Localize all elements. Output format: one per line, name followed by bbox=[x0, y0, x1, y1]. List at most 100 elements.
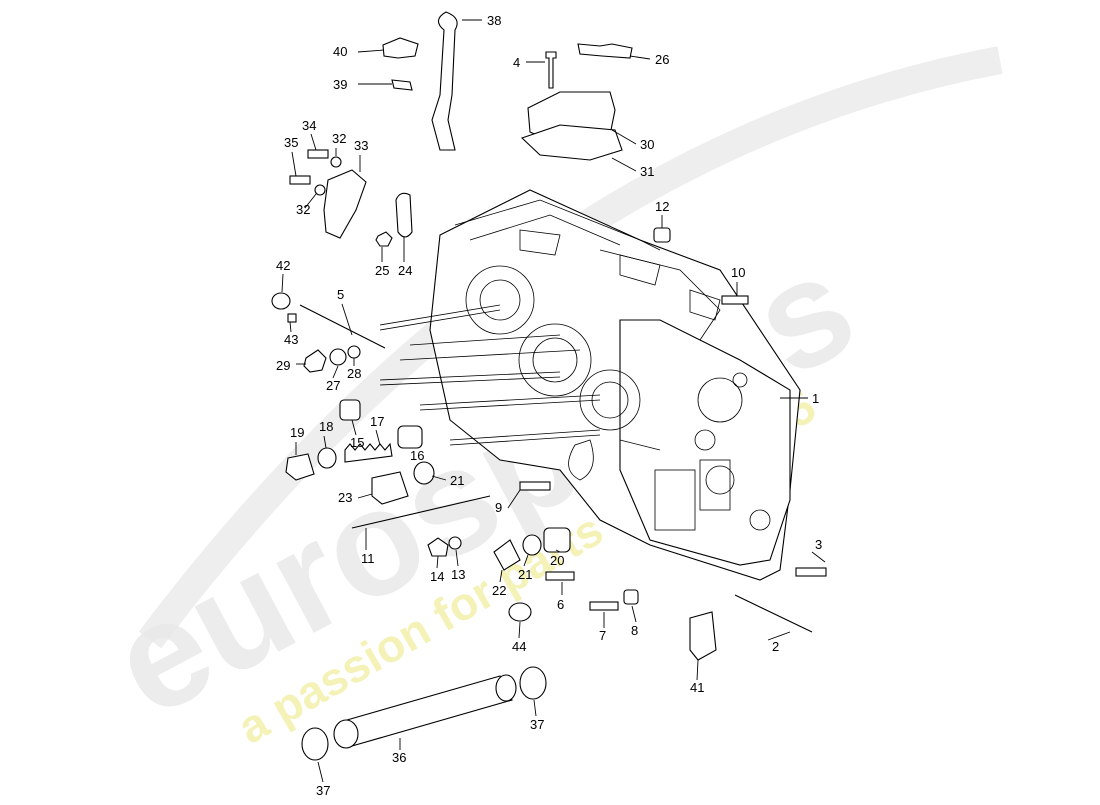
sleeve-16 bbox=[397, 425, 423, 449]
nut-25 bbox=[375, 231, 393, 247]
stud-3 bbox=[795, 567, 827, 577]
leader-line bbox=[533, 699, 537, 717]
ring-21b bbox=[522, 534, 542, 556]
stud-6 bbox=[545, 571, 575, 581]
crankcase-housing bbox=[429, 189, 801, 581]
leader-line bbox=[523, 554, 529, 567]
bolt-35 bbox=[289, 175, 311, 185]
leader-line bbox=[629, 55, 651, 60]
callout-37b: 37 bbox=[530, 717, 544, 732]
leader-line bbox=[375, 429, 381, 446]
leader-line bbox=[499, 569, 503, 583]
callout-6: 6 bbox=[557, 597, 564, 612]
leader-line bbox=[289, 321, 292, 333]
leader-line bbox=[811, 551, 826, 563]
stud-2 bbox=[734, 594, 813, 633]
sleeve-15 bbox=[339, 399, 361, 421]
callout-37a: 37 bbox=[316, 783, 330, 798]
callout-13: 13 bbox=[451, 567, 465, 582]
washer-13 bbox=[448, 536, 462, 550]
washer-32a bbox=[330, 156, 342, 168]
callout-43: 43 bbox=[284, 332, 298, 347]
callout-11: 11 bbox=[361, 551, 375, 566]
leader-line bbox=[611, 157, 637, 172]
leader-line bbox=[436, 555, 439, 569]
callout-22: 22 bbox=[492, 583, 506, 598]
bolt-4 bbox=[545, 51, 557, 89]
callout-4: 4 bbox=[513, 55, 520, 70]
plug-19 bbox=[285, 453, 315, 481]
tab-24 bbox=[395, 192, 413, 238]
sleeve-20 bbox=[543, 527, 571, 553]
callout-23: 23 bbox=[338, 490, 352, 505]
seal-37a bbox=[301, 727, 329, 761]
bracket-40 bbox=[382, 37, 419, 59]
callout-41: 41 bbox=[690, 680, 704, 695]
callout-17: 17 bbox=[370, 414, 384, 429]
leader-line bbox=[696, 659, 699, 681]
callout-35: 35 bbox=[284, 135, 298, 150]
plug-23 bbox=[371, 471, 409, 505]
spring-17 bbox=[344, 442, 393, 463]
leader-line bbox=[323, 435, 327, 449]
leader-line bbox=[310, 133, 317, 151]
callout-19: 19 bbox=[290, 425, 304, 440]
bolt-39 bbox=[391, 79, 413, 91]
plug-44 bbox=[508, 602, 532, 622]
housing-studs bbox=[379, 304, 661, 451]
callout-8: 8 bbox=[631, 623, 638, 638]
washer-28 bbox=[347, 345, 361, 359]
stud-5 bbox=[299, 304, 386, 349]
gasket-31 bbox=[520, 124, 623, 161]
stud-11 bbox=[351, 495, 491, 529]
bracket-41 bbox=[689, 611, 717, 661]
leader-line bbox=[455, 549, 459, 567]
callout-31: 31 bbox=[640, 164, 654, 179]
tube-end-left bbox=[333, 719, 359, 749]
plug-22 bbox=[493, 539, 521, 571]
callout-3: 3 bbox=[815, 537, 822, 552]
callout-33: 33 bbox=[354, 138, 368, 153]
callout-38: 38 bbox=[487, 13, 501, 28]
leader-line bbox=[317, 761, 324, 783]
callout-24: 24 bbox=[398, 263, 412, 278]
plug-42 bbox=[271, 292, 291, 310]
bolt-34 bbox=[307, 149, 329, 159]
stud-10 bbox=[721, 295, 749, 305]
callout-39: 39 bbox=[333, 77, 347, 92]
callout-25: 25 bbox=[375, 263, 389, 278]
leader-line bbox=[332, 365, 339, 379]
stud-7 bbox=[589, 601, 619, 611]
leader-line bbox=[357, 49, 385, 53]
callout-7: 7 bbox=[599, 628, 606, 643]
callout-40: 40 bbox=[333, 44, 347, 59]
dipstick-tube bbox=[431, 11, 458, 151]
leader-line bbox=[507, 489, 521, 509]
leader-line bbox=[611, 129, 637, 145]
nut-29 bbox=[303, 349, 327, 373]
leader-line bbox=[351, 419, 357, 436]
stud-9 bbox=[519, 481, 551, 491]
callout-9: 9 bbox=[495, 500, 502, 515]
washer-32b bbox=[314, 184, 326, 196]
callout-30: 30 bbox=[640, 137, 654, 152]
leader-line bbox=[431, 475, 447, 481]
plug-8 bbox=[623, 589, 639, 605]
callout-18: 18 bbox=[319, 419, 333, 434]
callout-29: 29 bbox=[276, 358, 290, 373]
callout-10: 10 bbox=[731, 265, 745, 280]
callout-2: 2 bbox=[772, 639, 779, 654]
seal-37b bbox=[519, 666, 547, 700]
callout-27: 27 bbox=[326, 378, 340, 393]
callout-14: 14 bbox=[430, 569, 444, 584]
callout-36: 36 bbox=[392, 750, 406, 765]
plug-12 bbox=[653, 227, 671, 243]
callout-16: 16 bbox=[410, 448, 424, 463]
ring-18 bbox=[317, 447, 337, 469]
nut-14 bbox=[427, 537, 449, 557]
leader-line bbox=[631, 605, 637, 623]
callout-44: 44 bbox=[512, 639, 526, 654]
callout-5: 5 bbox=[337, 287, 344, 302]
